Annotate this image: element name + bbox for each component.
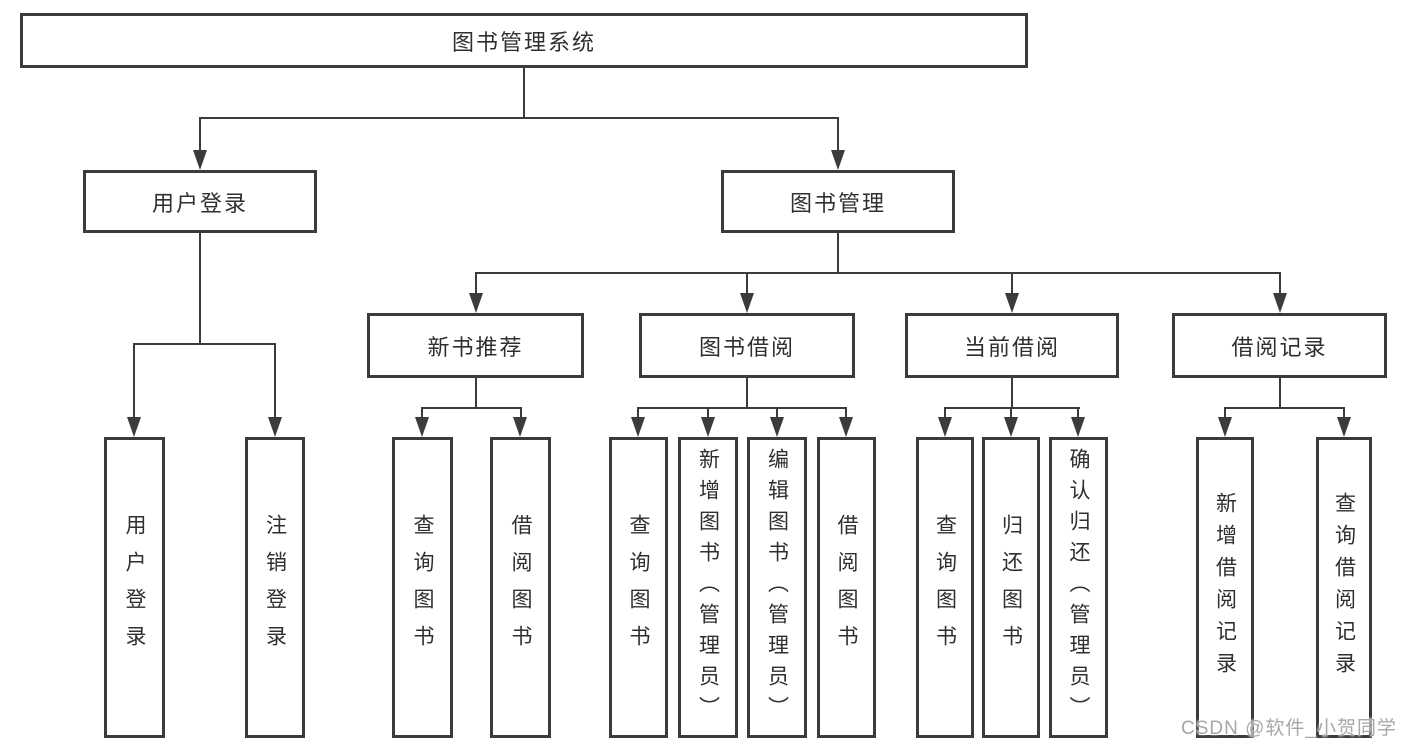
- connector-line: [421, 407, 522, 409]
- arrow-down-icon: [127, 417, 141, 437]
- node-label: 用户登录: [151, 190, 248, 216]
- leaf-label: 借阅图书: [835, 513, 858, 662]
- leaf-label: 查询图书: [627, 513, 650, 662]
- node-book-management: 图书管理: [721, 170, 955, 233]
- leaf-bb-query-books: 查询图书: [609, 437, 668, 738]
- arrow-down-icon: [1218, 417, 1232, 437]
- connector-line: [133, 343, 276, 345]
- connector-line: [1224, 407, 1226, 417]
- leaf-bb-borrow-books: 借阅图书: [817, 437, 876, 738]
- leaf-label: 归还图书: [999, 513, 1023, 662]
- arrow-down-icon: [1005, 293, 1019, 313]
- arrow-down-icon: [831, 150, 845, 170]
- connector-line: [1224, 407, 1345, 409]
- connector-line: [520, 407, 522, 417]
- connector-line: [1279, 378, 1281, 409]
- connector-line: [523, 68, 525, 118]
- arrow-down-icon: [701, 417, 715, 437]
- node-borrowing-records: 借阅记录: [1172, 313, 1387, 378]
- leaf-label: 查询图书: [933, 513, 957, 662]
- connector-line: [1343, 407, 1345, 417]
- arrow-down-icon: [1071, 417, 1085, 437]
- arrow-down-icon: [1337, 417, 1351, 437]
- node-user-login: 用户登录: [83, 170, 317, 233]
- arrow-down-icon: [770, 417, 784, 437]
- node-new-book-recommend: 新书推荐: [367, 313, 584, 378]
- leaf-label: 查询借阅记录: [1332, 491, 1356, 684]
- leaf-nbr-borrow-books: 借阅图书: [490, 437, 551, 738]
- connector-line: [1011, 272, 1013, 293]
- connector-line: [1077, 407, 1079, 417]
- arrow-down-icon: [839, 417, 853, 437]
- leaf-cb-confirm-return-admin: 确认归还（管理员）: [1049, 437, 1108, 738]
- leaf-cb-return-books: 归还图书: [982, 437, 1040, 738]
- leaf-cb-query-books: 查询图书: [916, 437, 974, 738]
- node-label: 新书推荐: [427, 334, 524, 360]
- connector-line: [133, 343, 135, 419]
- connector-line: [475, 378, 477, 409]
- node-label: 当前借阅: [963, 334, 1060, 360]
- connector-line: [837, 117, 839, 151]
- connector-line: [1011, 378, 1013, 409]
- connector-line: [475, 272, 477, 293]
- leaf-label: 新增借阅记录: [1213, 491, 1237, 684]
- watermark: CSDN @软件_小贺同学: [1181, 718, 1397, 739]
- node-label: 图书管理: [789, 190, 886, 216]
- node-label: 借阅记录: [1231, 334, 1328, 360]
- arrow-down-icon: [938, 417, 952, 437]
- connector-line: [944, 407, 1080, 409]
- connector-line: [637, 407, 847, 409]
- arrow-down-icon: [193, 150, 207, 170]
- leaf-label: 新增图书（管理员）: [696, 448, 720, 727]
- connector-line: [421, 407, 423, 417]
- node-current-borrowing: 当前借阅: [905, 313, 1119, 378]
- connector-line: [837, 233, 839, 274]
- leaf-br-add-borrow-record: 新增借阅记录: [1196, 437, 1254, 738]
- arrow-down-icon: [513, 417, 527, 437]
- node-label: 图书管理系统: [451, 29, 596, 55]
- leaf-label: 借阅图书: [509, 513, 532, 662]
- connector-line: [1279, 272, 1281, 293]
- connector-line: [845, 407, 847, 417]
- leaf-label: 用户登录: [123, 513, 146, 662]
- leaf-br-query-borrow-record: 查询借阅记录: [1316, 437, 1372, 738]
- leaf-user-login: 用户登录: [104, 437, 165, 738]
- arrow-down-icon: [740, 293, 754, 313]
- arrow-down-icon: [469, 293, 483, 313]
- leaf-label: 查询图书: [411, 513, 434, 662]
- connector-line: [274, 343, 276, 419]
- arrow-down-icon: [268, 417, 282, 437]
- connector-line: [1010, 407, 1012, 417]
- connector-line: [637, 407, 639, 417]
- node-root: 图书管理系统: [20, 13, 1028, 68]
- connector-line: [199, 117, 839, 119]
- leaf-bb-edit-book-admin: 编辑图书（管理员）: [747, 437, 807, 738]
- arrow-down-icon: [415, 417, 429, 437]
- arrow-down-icon: [631, 417, 645, 437]
- connector-line: [199, 233, 201, 345]
- arrow-down-icon: [1273, 293, 1287, 313]
- leaf-bb-add-book-admin: 新增图书（管理员）: [678, 437, 738, 738]
- node-book-borrowing: 图书借阅: [639, 313, 855, 378]
- leaf-label: 确认归还（管理员）: [1067, 448, 1090, 727]
- node-label: 图书借阅: [698, 334, 795, 360]
- connector-line: [944, 407, 946, 417]
- connector-line: [746, 378, 748, 409]
- connector-line: [475, 272, 1281, 274]
- leaf-logout: 注销登录: [245, 437, 305, 738]
- leaf-label: 编辑图书（管理员）: [765, 448, 789, 727]
- connector-line: [746, 272, 748, 293]
- connector-line: [199, 117, 201, 151]
- connector-line: [776, 407, 778, 417]
- leaf-nbr-query-books: 查询图书: [392, 437, 453, 738]
- connector-line: [707, 407, 709, 417]
- leaf-label: 注销登录: [263, 513, 287, 662]
- arrow-down-icon: [1004, 417, 1018, 437]
